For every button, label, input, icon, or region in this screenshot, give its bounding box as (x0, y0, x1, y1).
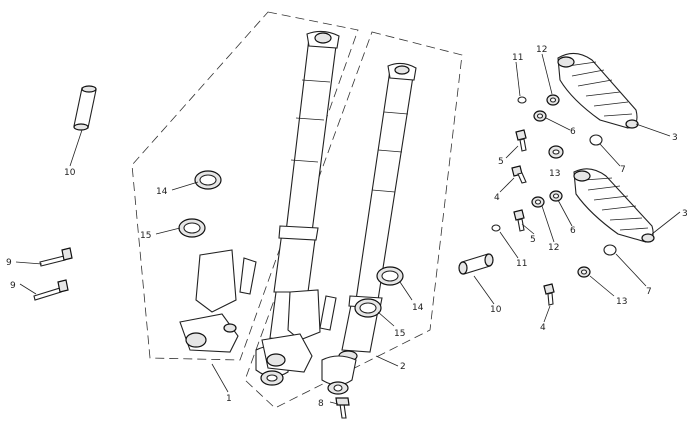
callout-10-left: 10 (64, 168, 76, 178)
callout-10-right: 10 (490, 305, 502, 315)
right-reflector-10 (458, 253, 494, 275)
callout-13-upper: 13 (549, 169, 560, 179)
left-reflector-10 (73, 85, 97, 131)
bolt-4-upper (511, 165, 527, 184)
bolt-8 (335, 397, 350, 419)
callout-15-left: 15 (140, 231, 151, 241)
nut-11-lower (491, 224, 501, 232)
fork-boot-3-lower (573, 168, 655, 243)
callout-11-lower: 11 (516, 259, 527, 269)
bolt-5-lower (513, 209, 525, 232)
callout-11-upper: 11 (512, 53, 523, 63)
callout-15-right: 15 (394, 329, 405, 339)
callout-7-upper: 7 (620, 165, 626, 175)
callout-9-lower: 9 (10, 281, 16, 291)
washer-13-lower (577, 266, 591, 278)
left-fork-group-outline (131, 11, 359, 361)
bolt-9-lower (33, 279, 69, 301)
seal-14-left (194, 170, 222, 190)
right-fork-caliper-mount (261, 289, 337, 373)
callout-9-upper: 9 (6, 258, 12, 268)
fork-boot-3-upper (557, 52, 639, 129)
callout-3-upper: 3 (672, 133, 678, 143)
right-fork-leg (321, 62, 417, 395)
callout-3-lower: 3 (682, 209, 688, 219)
washer-13-upper (548, 145, 564, 159)
bolt-4-lower (543, 283, 555, 306)
callout-4-upper: 4 (494, 193, 500, 203)
bolt-9-upper (39, 247, 73, 267)
callout-6-lower: 6 (570, 226, 576, 236)
washer-6-upper (533, 110, 547, 122)
washer-6-lower (549, 190, 563, 202)
washer-7-lower (603, 244, 617, 256)
callout-14-right: 14 (412, 303, 424, 313)
seal-14-right (376, 266, 404, 286)
callout-2: 2 (400, 362, 406, 372)
callout-5-lower: 5 (530, 235, 536, 245)
callout-6-upper: 6 (570, 127, 576, 137)
callout-12-upper: 12 (536, 45, 547, 55)
callout-8: 8 (318, 399, 324, 409)
callout-1: 1 (226, 394, 232, 404)
callout-5-upper: 5 (498, 157, 504, 167)
callout-13-lower: 13 (616, 297, 627, 307)
ring-15-left (178, 218, 206, 238)
washer-7-upper (589, 134, 603, 146)
washer-12-lower (531, 196, 545, 208)
callout-14-left: 14 (156, 187, 168, 197)
ring-15-right (354, 298, 382, 318)
callout-4-lower: 4 (540, 323, 546, 333)
washer-12-upper (546, 94, 560, 106)
left-fork-caliper-mount (179, 249, 257, 353)
leader-lines (15, 53, 681, 405)
bolt-5-upper (515, 129, 527, 152)
nut-11-upper (517, 96, 527, 104)
callout-12-lower: 12 (548, 243, 559, 253)
callout-7-lower: 7 (646, 287, 652, 297)
